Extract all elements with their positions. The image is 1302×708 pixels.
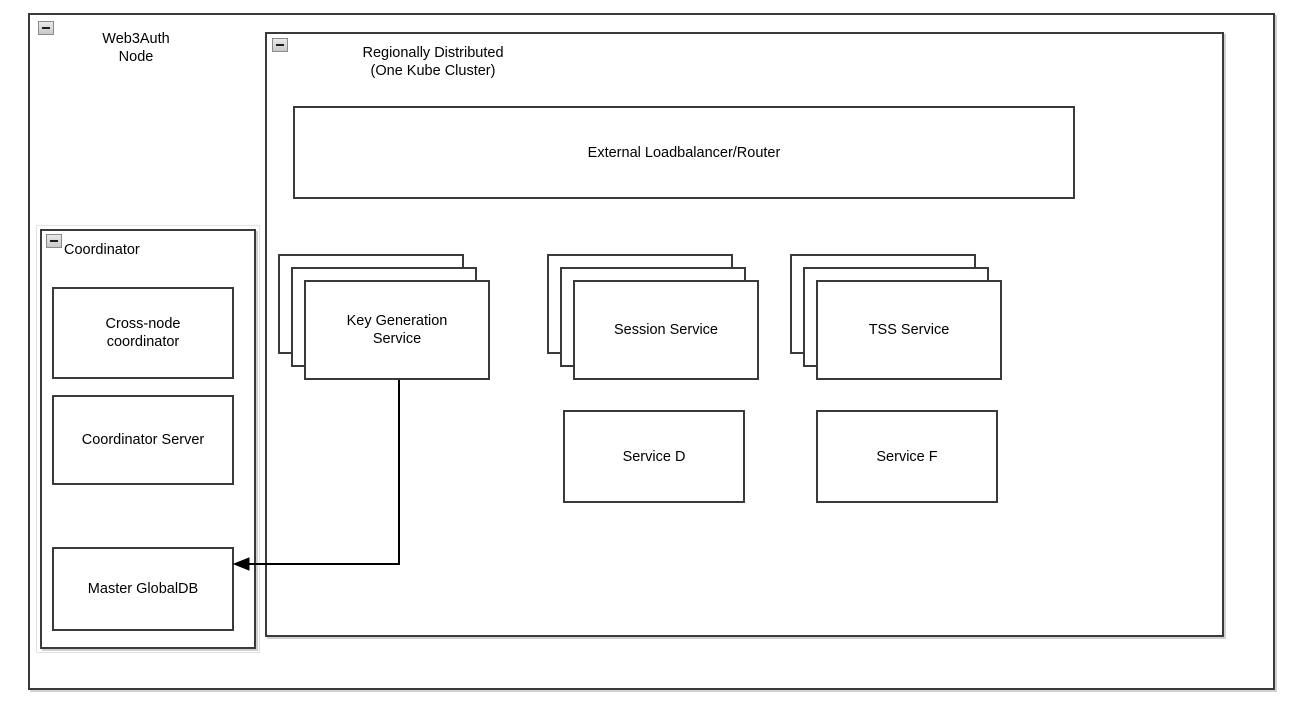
collapse-icon-regionally-distributed[interactable] (272, 38, 288, 52)
node-key-generation-service[interactable]: Key Generation Service (304, 280, 490, 380)
collapse-icon-coordinator[interactable] (46, 234, 62, 248)
node-tss-service[interactable]: TSS Service (816, 280, 1002, 380)
arrowhead-left-icon (232, 557, 250, 571)
node-cross-node-coordinator[interactable]: Cross-node coordinator (52, 287, 234, 379)
container-label-coordinator: Coordinator (64, 242, 140, 258)
node-master-globaldb[interactable]: Master GlobalDB (52, 547, 234, 631)
node-coordinator-server[interactable]: Coordinator Server (52, 395, 234, 485)
selection-outline-coordinator (36, 225, 260, 653)
node-external-loadbalancer-router[interactable]: External Loadbalancer/Router (293, 106, 1075, 199)
node-service-d[interactable]: Service D (563, 410, 745, 503)
container-label-web3auth-node: Web3Auth Node (102, 31, 170, 65)
stack-tss-service[interactable]: TSS Service (790, 254, 1002, 380)
container-label-regionally-distributed: Regionally Distributed (One Kube Cluster… (362, 45, 504, 79)
connector-path (244, 380, 400, 565)
collapse-icon-web3auth-node[interactable] (38, 21, 54, 35)
stack-session-service[interactable]: Session Service (547, 254, 759, 380)
node-service-f[interactable]: Service F (816, 410, 998, 503)
stack-key-generation-service[interactable]: Key Generation Service (278, 254, 490, 380)
node-session-service[interactable]: Session Service (573, 280, 759, 380)
